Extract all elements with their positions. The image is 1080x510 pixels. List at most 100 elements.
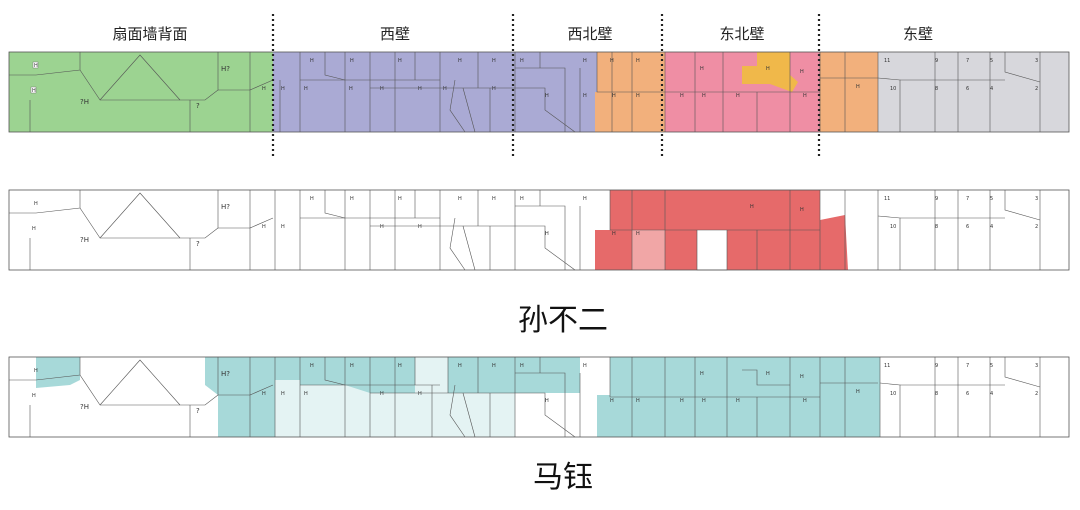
ma-west-highlight-3 [448, 357, 515, 393]
row-sun-frame [8, 189, 1070, 271]
sun-labels: H H ?H H? ? H H H H H H H H H H H H H H … [32, 196, 1038, 248]
svg-text:H: H [418, 224, 422, 230]
svg-text:6: 6 [966, 224, 969, 230]
svg-text:H: H [803, 398, 807, 404]
svg-text:H: H [380, 224, 384, 230]
header-east-wall: 东壁 [903, 25, 933, 43]
row-overview: H H ?H H? ? H H H H H H H H H H H H H H … [8, 51, 1070, 133]
svg-text:H: H [583, 196, 587, 202]
northwest-purple-region [515, 52, 597, 132]
svg-text:H: H [636, 58, 640, 64]
west-wall-region [273, 52, 515, 132]
svg-text:H: H [545, 398, 549, 404]
svg-text:5: 5 [990, 196, 993, 202]
svg-text:2: 2 [1035, 391, 1038, 397]
header-northwest-wall: 西北壁 [567, 25, 612, 43]
svg-text:7: 7 [966, 196, 969, 202]
svg-text:H: H [680, 93, 684, 99]
svg-text:4: 4 [990, 391, 993, 397]
svg-text:3: 3 [1035, 196, 1038, 202]
svg-text:H: H [700, 371, 704, 377]
svg-text:H: H [736, 93, 740, 99]
svg-text:H: H [398, 196, 402, 202]
overview-panel-lines [9, 52, 1041, 133]
svg-text:H: H [612, 231, 616, 237]
east-orange-region [820, 52, 878, 132]
svg-text:8: 8 [935, 86, 938, 92]
svg-text:H: H [803, 93, 807, 99]
svg-text:H: H [583, 363, 587, 369]
svg-text:H: H [520, 58, 524, 64]
svg-text:H: H [310, 58, 314, 64]
svg-text:10: 10 [890, 391, 896, 397]
svg-text:H: H [418, 391, 422, 397]
svg-text:H: H [458, 363, 462, 369]
mark-qh-3: ?H [80, 403, 89, 411]
svg-text:9: 9 [935, 196, 938, 202]
ma-northwest-highlight-1 [515, 357, 580, 393]
svg-text:H: H [610, 398, 614, 404]
mark-hq-3: H? [221, 370, 230, 378]
svg-text:8: 8 [935, 224, 938, 230]
ma-panel-lines [9, 357, 1041, 438]
svg-text:H: H [281, 224, 285, 230]
svg-text:H: H [702, 93, 706, 99]
svg-text:H: H [800, 207, 804, 213]
svg-text:H: H [262, 86, 266, 92]
svg-text:3: 3 [1035, 363, 1038, 369]
svg-text:7: 7 [966, 58, 969, 64]
header-fan-wall: 扇面墙背面 [112, 25, 187, 43]
svg-text:H: H [636, 93, 640, 99]
svg-text:5: 5 [990, 363, 993, 369]
svg-text:H: H [583, 93, 587, 99]
svg-text:7: 7 [966, 363, 969, 369]
svg-text:H: H [304, 391, 308, 397]
ma-west-highlight-1 [275, 357, 345, 385]
svg-text:H: H [34, 63, 38, 69]
svg-text:4: 4 [990, 224, 993, 230]
svg-text:H: H [700, 66, 704, 72]
svg-text:H: H [492, 196, 496, 202]
svg-text:H: H [636, 231, 640, 237]
svg-text:H: H [380, 86, 384, 92]
svg-text:2: 2 [1035, 224, 1038, 230]
svg-text:H: H [304, 86, 308, 92]
svg-text:H: H [610, 58, 614, 64]
svg-text:H: H [750, 204, 754, 210]
svg-text:H: H [736, 398, 740, 404]
row-sun: H H ?H H? ? H H H H H H H H H H H H H H … [8, 189, 1070, 338]
svg-text:H: H [520, 196, 524, 202]
svg-text:8: 8 [935, 391, 938, 397]
svg-text:6: 6 [966, 86, 969, 92]
mark-hq-2: H? [221, 203, 230, 211]
svg-text:H: H [766, 66, 770, 72]
svg-text:H: H [398, 363, 402, 369]
svg-text:H: H [281, 86, 285, 92]
svg-text:H: H [458, 58, 462, 64]
svg-text:H: H [636, 398, 640, 404]
ma-fan-right-highlight [205, 357, 275, 437]
mark-qh-2: ?H [80, 236, 89, 244]
caption-ma-yu: 马钰 [533, 460, 593, 495]
east-gray-region [878, 52, 1069, 132]
svg-text:5: 5 [990, 58, 993, 64]
svg-text:H: H [458, 196, 462, 202]
svg-text:H: H [702, 398, 706, 404]
svg-text:H: H [262, 391, 266, 397]
svg-text:4: 4 [990, 86, 993, 92]
svg-text:H: H [583, 58, 587, 64]
mark-q-3: ? [196, 407, 200, 415]
mark-qh-1: ?H [80, 98, 89, 106]
caption-sun-buer: 孙不二 [518, 303, 608, 338]
header-west-wall: 西壁 [380, 25, 410, 43]
svg-text:H: H [32, 88, 36, 94]
mark-q-1: ? [196, 102, 200, 110]
svg-text:H: H [612, 93, 616, 99]
svg-text:H: H [856, 389, 860, 395]
svg-text:H: H [680, 398, 684, 404]
ma-west-highlight-2 [345, 357, 415, 393]
svg-text:H: H [349, 86, 353, 92]
svg-text:6: 6 [966, 391, 969, 397]
svg-text:H: H [34, 201, 38, 207]
